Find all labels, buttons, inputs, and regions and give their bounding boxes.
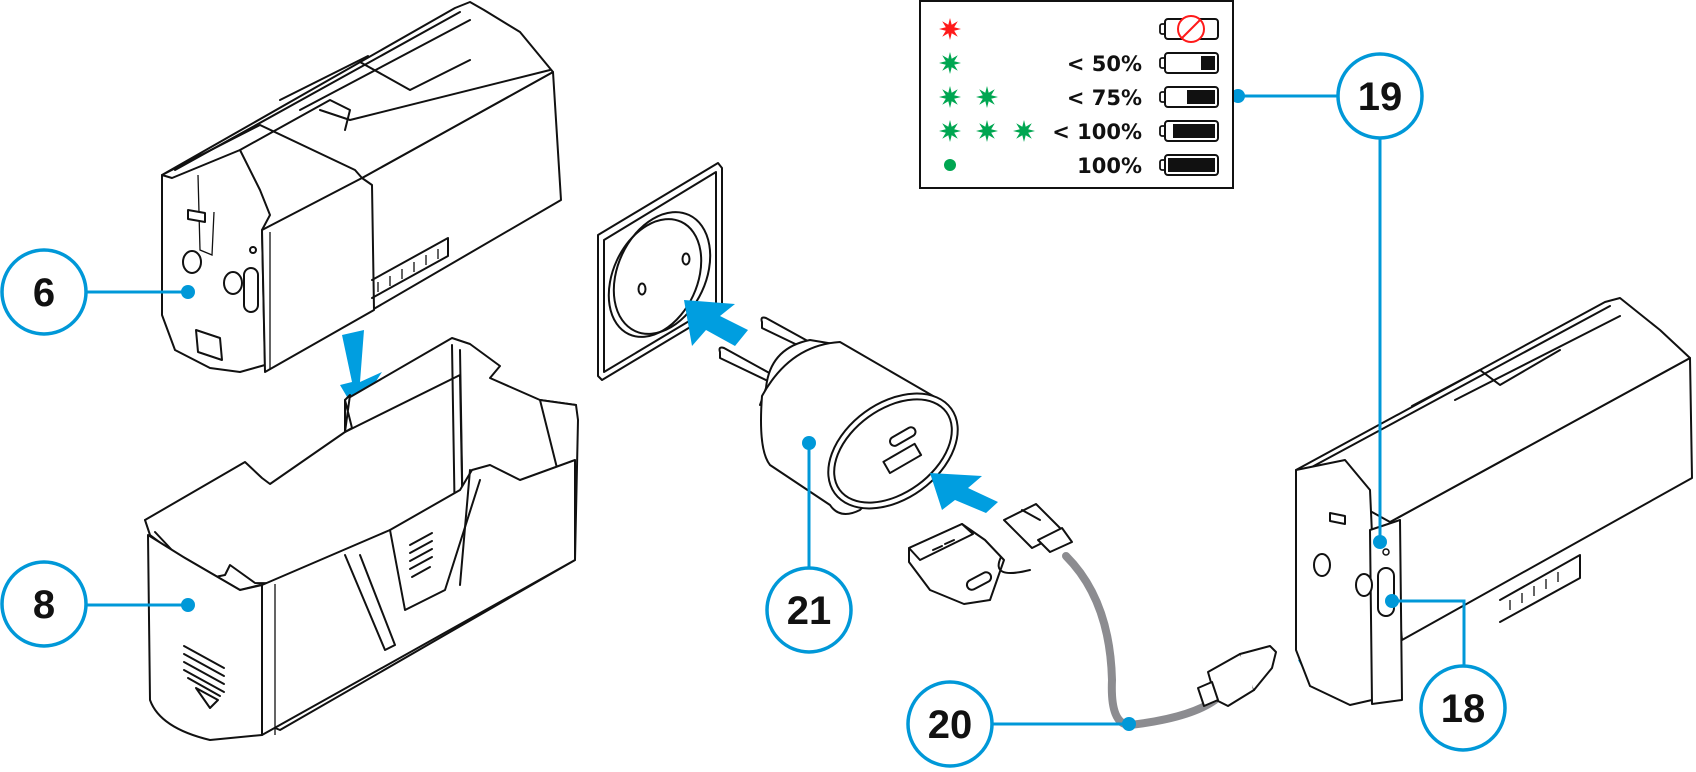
battery-error-icon <box>1159 15 1219 43</box>
callout-number: 20 <box>928 703 973 747</box>
usb-c-port-icon <box>889 426 917 447</box>
legend-row <box>939 15 1219 43</box>
callout-number: 8 <box>33 583 55 627</box>
led-flash-icon <box>939 52 961 74</box>
callout-18: 18 <box>1385 594 1507 752</box>
insert-arrow-down-icon <box>340 330 382 412</box>
wall-socket <box>597 162 723 381</box>
grip-ridges <box>183 532 433 709</box>
callout-number: 6 <box>33 271 55 315</box>
usb-a-port-icon <box>882 442 923 475</box>
battery-level-icon <box>1159 154 1219 176</box>
callout-number: 19 <box>1358 75 1403 119</box>
callout-8: 8 <box>0 560 195 648</box>
legend-label: < 75% <box>1067 86 1142 110</box>
legend-label: < 100% <box>1052 120 1142 144</box>
battery-level-icon <box>1159 86 1219 108</box>
callout-20: 20 <box>906 680 1136 768</box>
callout-number: 18 <box>1441 687 1486 731</box>
led-flash-icon <box>976 120 998 142</box>
usb-cable <box>908 503 1277 730</box>
charge-indicator-led <box>1382 548 1390 556</box>
led-flash-icon <box>976 86 998 108</box>
battery-level-icon <box>1159 120 1219 142</box>
callout-21: 21 <box>765 436 853 654</box>
usb-c-port <box>1377 567 1395 617</box>
legend-label: < 50% <box>1067 52 1142 76</box>
legend-row: 100% <box>944 154 1219 178</box>
callout-19: 19 <box>1231 52 1424 549</box>
battery-pack-right <box>1295 297 1693 706</box>
legend-label: 100% <box>1077 154 1142 178</box>
charge-status-legend: < 50% < 75% < 100% 100% <box>919 0 1234 189</box>
legend-row: < 50% <box>939 52 1219 76</box>
battery-pack-left <box>161 1 562 373</box>
led-flash-icon <box>939 120 961 142</box>
callout-number: 21 <box>787 589 832 633</box>
led-flash-icon <box>939 18 961 40</box>
led-flash-icon <box>939 86 961 108</box>
callout-6: 6 <box>0 248 195 336</box>
legend-row: < 75% <box>939 86 1219 110</box>
battery-contacts <box>371 237 449 299</box>
plug-in-arrow-icon <box>684 300 748 346</box>
battery-level-icon <box>1159 52 1219 74</box>
legend-row: < 100% <box>939 120 1219 144</box>
led-flash-icon <box>1013 120 1035 142</box>
wall-charger <box>718 316 959 515</box>
led-steady-icon <box>944 159 956 171</box>
usb-insert-arrow-icon <box>930 473 998 513</box>
battery-case <box>144 337 579 741</box>
